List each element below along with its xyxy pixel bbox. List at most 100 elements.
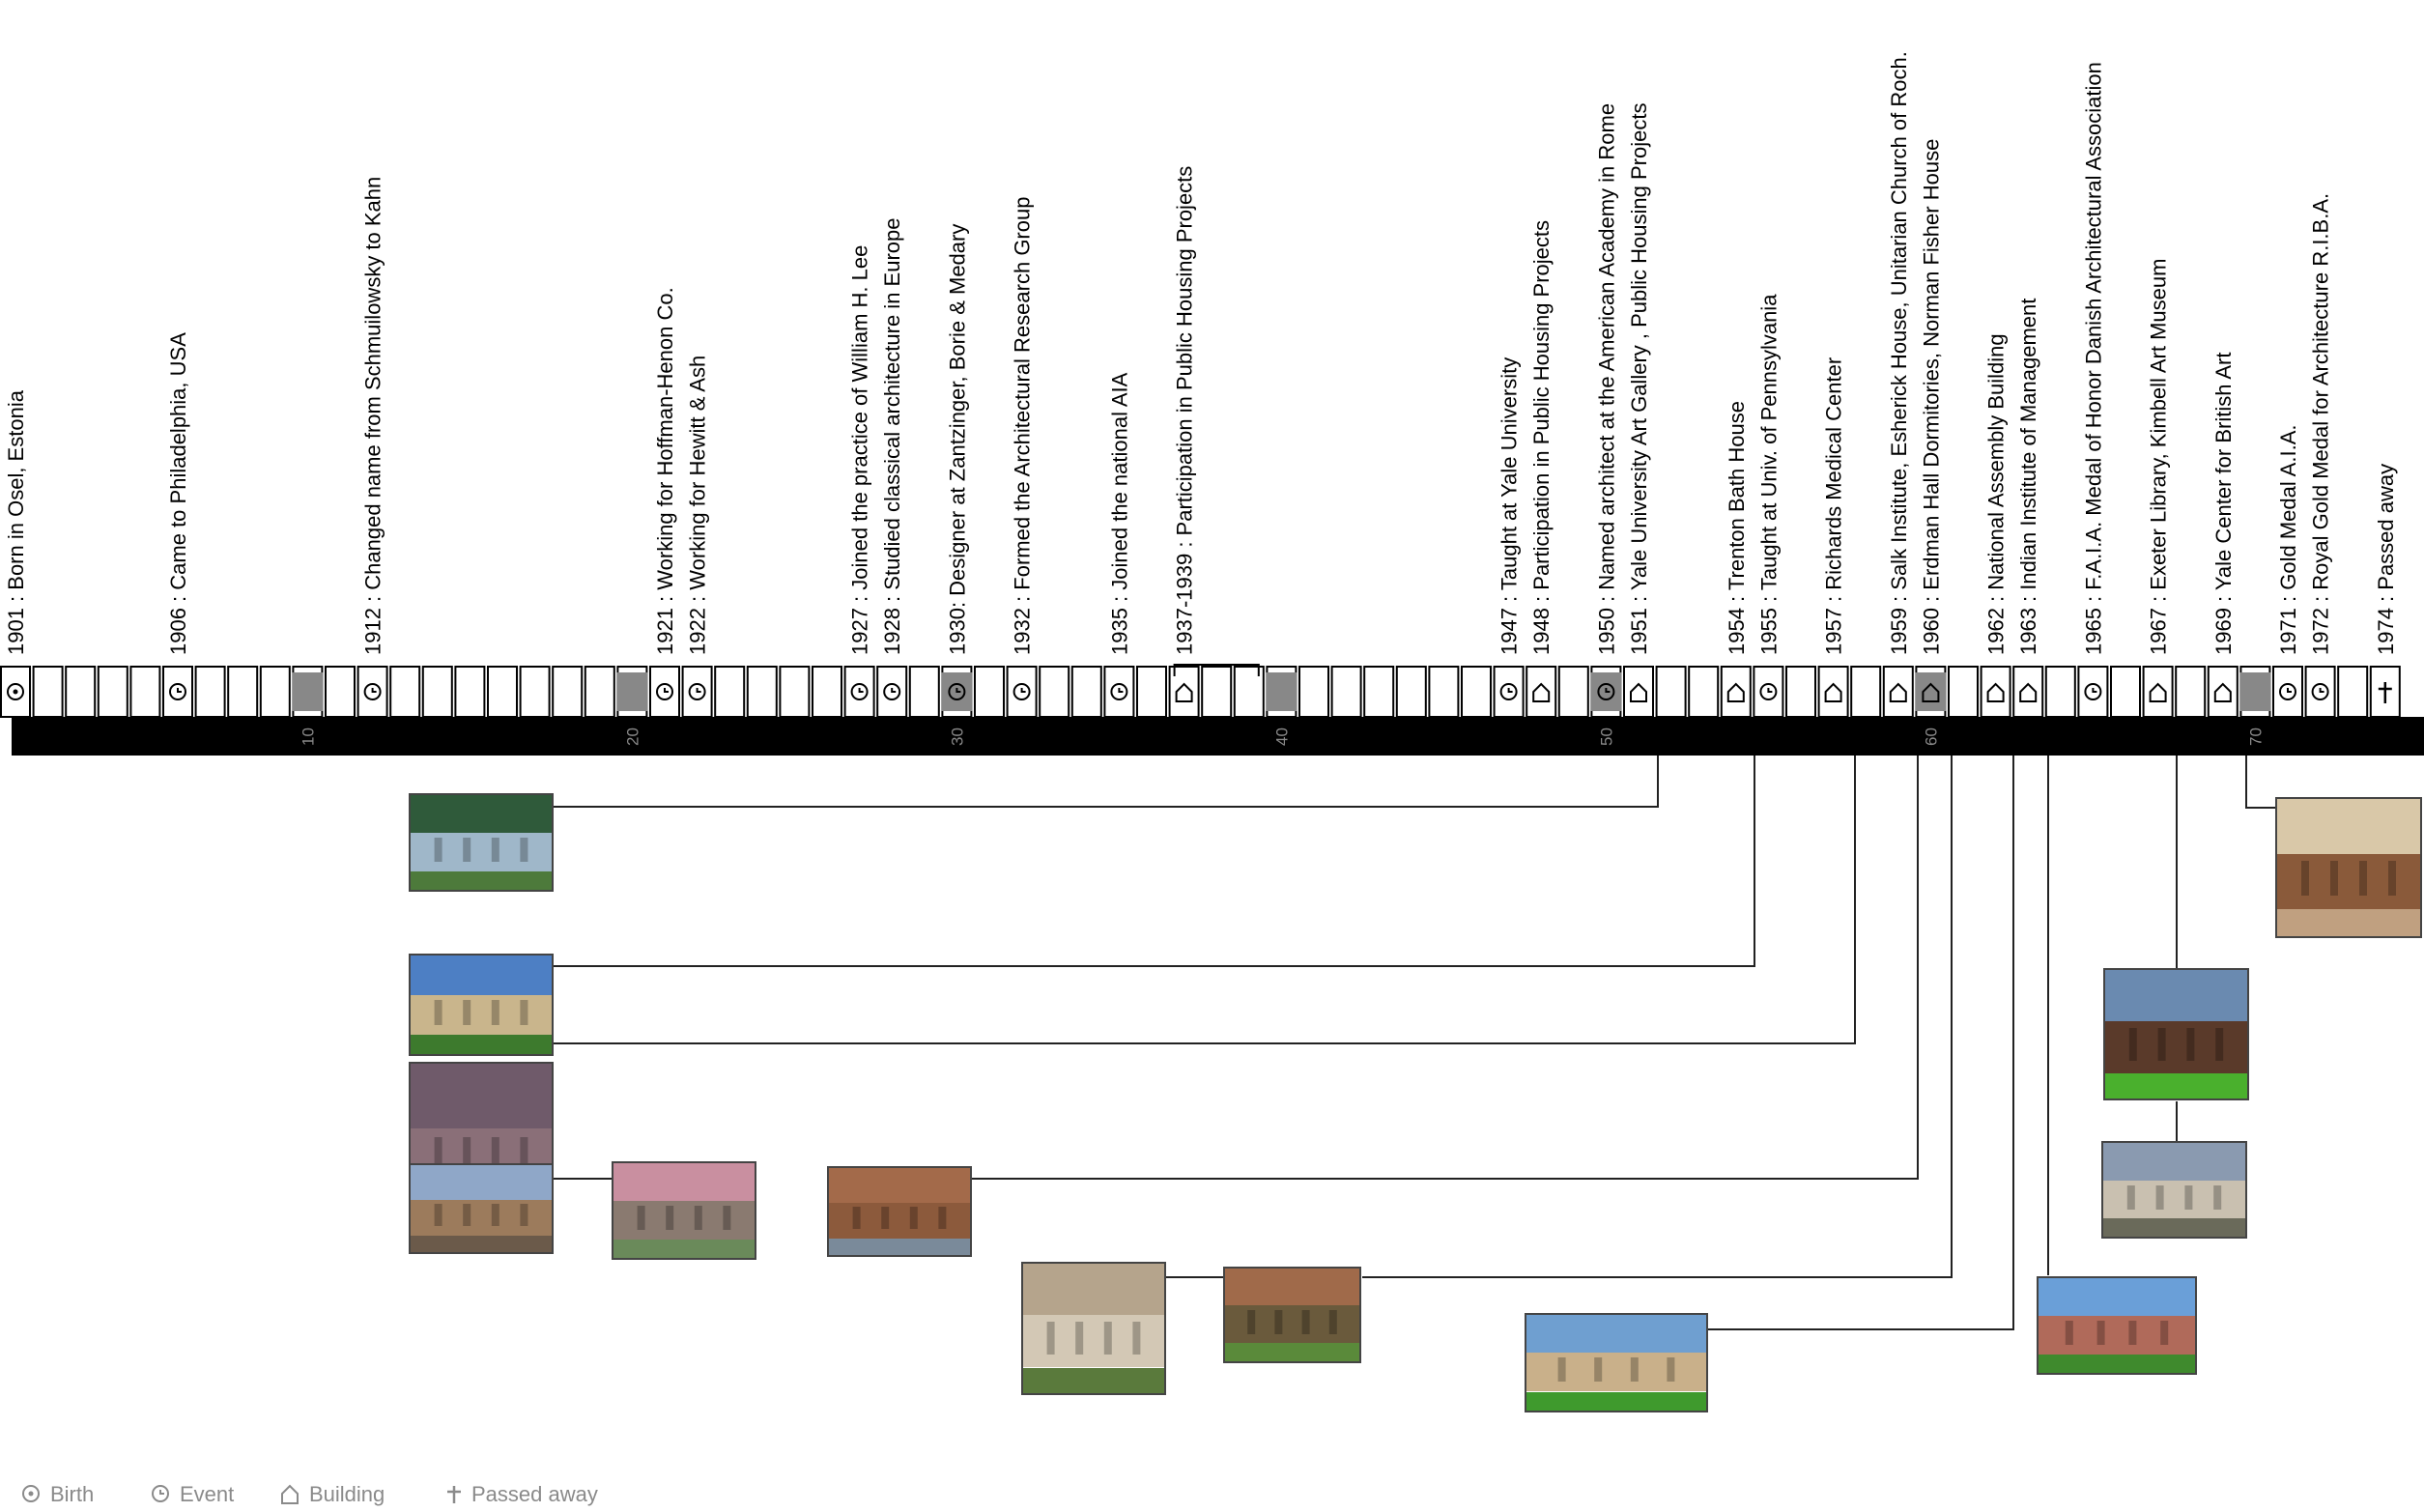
year-tick (2044, 666, 2076, 718)
event-label: 1922 : Working for Hewitt & Ash (686, 356, 710, 655)
event-label: 1921 : Working for Hoffman-Henon Co. (653, 287, 677, 655)
year-tick (487, 666, 518, 718)
event-icon (948, 683, 966, 700)
legend-label-passed-away: Passed away (471, 1482, 598, 1506)
salk-institute-photo: Salk Institute (409, 1163, 554, 1254)
year-tick (843, 666, 875, 718)
esherick-house-photo: Esherick House (612, 1161, 756, 1260)
year-tick (2012, 666, 2044, 718)
event-icon (883, 683, 901, 700)
legend-item-building: Building (281, 1482, 385, 1506)
year-tick (1201, 666, 1233, 718)
legend: Birth Event Building Passed away (22, 1482, 598, 1506)
event-label: 1963 : Indian Institute of Management (2016, 299, 2040, 655)
exeter-library-photo: Exeter Library (2103, 968, 2249, 1100)
year-tick (714, 666, 746, 718)
fisher-house-photo: Norman Fisher House (1223, 1267, 1361, 1363)
range-bracket (1173, 664, 1260, 676)
year-tick (1428, 666, 1460, 718)
event-label: 1947 : Taught at Yale University (1497, 357, 1522, 655)
event-icon (2279, 683, 2296, 700)
iim-photo: Indian Institute of Management (2037, 1276, 2197, 1375)
legend-item-event: Event (152, 1482, 234, 1506)
year-tick (1039, 666, 1070, 718)
decade-tick-marker (2239, 672, 2271, 711)
building-icon (1630, 682, 1647, 702)
year-tick (1623, 666, 1654, 718)
event-icon (2311, 683, 2329, 700)
photo-connector-line (1165, 756, 1953, 1278)
photo-connector-line (553, 756, 1755, 967)
year-tick (259, 666, 291, 718)
event-icon (363, 683, 382, 700)
year-tick (1948, 666, 1979, 718)
decade-tick-marker (1266, 672, 1298, 711)
event-label: 1955 : Taught at Univ. of Pennsylvania (1756, 294, 1781, 655)
event-label: 1959 : Salk Institute, Esherick House, U… (1887, 51, 1911, 655)
year-tick (584, 666, 615, 718)
building-icon (2213, 682, 2232, 702)
passed-away-icon (2378, 682, 2392, 703)
event-label: 1935 : Joined the national AIA (1107, 372, 1131, 655)
year-tick (194, 666, 226, 718)
event-labels: 1901 : Born in Osel, Estonia 1906 : Came … (4, 51, 2398, 655)
year-tick (779, 666, 811, 718)
event-icon (656, 683, 673, 700)
year-tick (1817, 666, 1849, 718)
event-icon (1012, 683, 1031, 700)
event-icon (169, 683, 186, 700)
year-tick (2110, 666, 2141, 718)
erdman-hall-photo: Erdman Hall Dormitories (1021, 1262, 1166, 1395)
event-icon (1759, 683, 1778, 700)
legend-label-building: Building (309, 1482, 385, 1506)
building-icon (281, 1484, 299, 1504)
year-tick (1363, 666, 1395, 718)
event-label: 1960 : Erdman Hall Dormitories, Norman F… (1919, 139, 1943, 655)
building-icon (1175, 682, 1193, 702)
event-icon (1597, 683, 1615, 700)
event-label: 1971 : Gold Medal A.I.A. (2276, 425, 2300, 655)
trenton-bath-house-photo: Trenton Bath House (409, 954, 554, 1056)
national-assembly-photo: National Assembly Building (1525, 1313, 1708, 1412)
year-tick (1655, 666, 1687, 718)
year-tick (1785, 666, 1816, 718)
building-icon (1824, 682, 1842, 702)
building-icon (2019, 682, 2038, 702)
birth-icon (7, 683, 24, 700)
event-label: 1937-1939 : Participation in Public Hous… (1173, 166, 1197, 655)
year-tick (1882, 666, 1914, 718)
year-tick (2207, 666, 2239, 718)
year-tick (908, 666, 940, 718)
event-label: 1969 : Yale Center for British Art (2211, 353, 2236, 655)
event-label: 1965 : F.A.I.A. Medal of Honor Danish Ar… (2081, 62, 2105, 655)
decade-mark: 20 (623, 727, 642, 746)
building-photos: Yale University Art GalleryTrenton Bath … (409, 793, 2422, 1412)
year-tick (421, 666, 453, 718)
photo-connectors (553, 756, 2276, 1330)
event-label: 1901 : Born in Osel, Estonia (4, 389, 28, 655)
year-tick (2142, 666, 2174, 718)
year-tick (1850, 666, 1882, 718)
year-tick (389, 666, 421, 718)
event-icon (2084, 683, 2102, 700)
yale-art-gallery-photo: Yale University Art Gallery (409, 793, 554, 892)
year-tick (2337, 666, 2369, 718)
event-icon (1110, 683, 1128, 700)
event-icon (1499, 683, 1518, 700)
decade-mark: 60 (1922, 727, 1940, 746)
event-label: 1957 : Richards Medical Center (1822, 357, 1846, 655)
year-tick (1526, 666, 1557, 718)
event-label: 1948 : Participation in Public Housing P… (1529, 220, 1554, 655)
passed-away-icon (447, 1486, 461, 1503)
event-label: 1951 : Yale University Art Gallery , Pub… (1627, 103, 1651, 655)
year-tick (1330, 666, 1362, 718)
event-label: 1967 : Exeter Library, Kimbell Art Museu… (2147, 259, 2171, 655)
year-tick (325, 666, 356, 718)
timeline-axis-bar (12, 717, 2424, 756)
decade-tick-marker (292, 672, 324, 711)
event-label: 1930: Designer at Zantzinger, Borie & Me… (945, 224, 969, 655)
event-icon (152, 1485, 169, 1502)
year-tick (1070, 666, 1102, 718)
event-label: 1906 : Came to Philadelphia, USA (166, 332, 190, 655)
